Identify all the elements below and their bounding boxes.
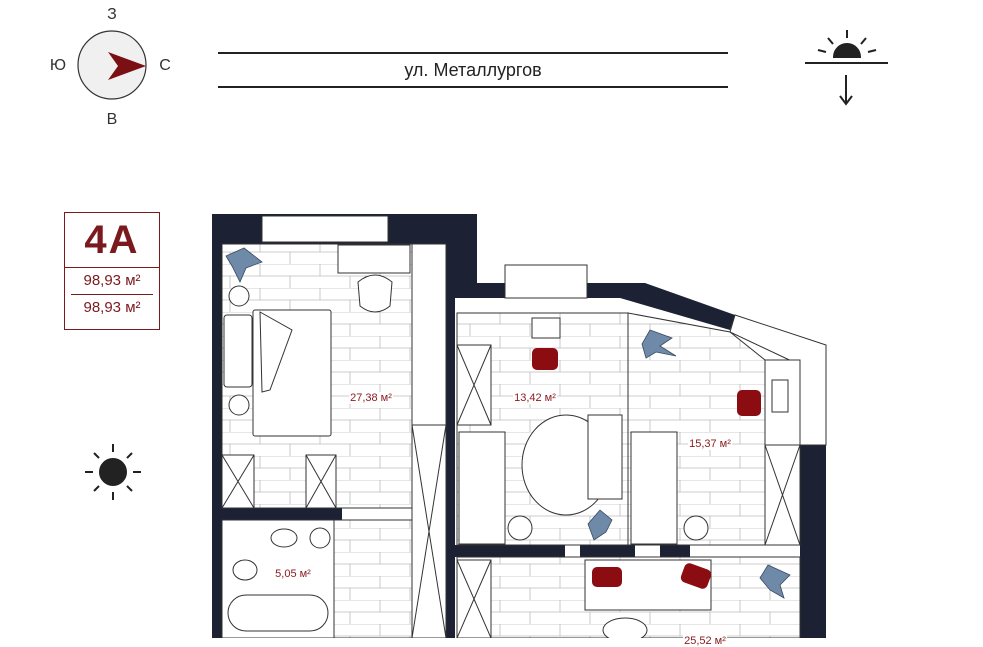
compass-south-label: Ю [49,57,67,74]
wardrobe [221,454,255,509]
wardrobes [221,344,801,638]
room-area-bathroom: 5,05 м² [274,568,312,580]
unit-divider [71,294,153,295]
wardrobe [305,454,337,509]
plant-icon [587,509,613,541]
wardrobe [456,344,492,426]
nightstand [228,394,250,416]
windows [261,215,827,446]
compass-north-label: С [159,57,171,74]
single-bed [630,431,678,545]
street-name: ул. Металлургов [404,59,542,80]
wardrobe [411,424,447,638]
red-chair [737,390,761,416]
unit-total-area: 98,93 м² [83,272,141,289]
accent-chairs [532,348,761,589]
coffee-table [602,617,648,638]
armchair [357,274,393,313]
unit-code: 4А [65,213,159,268]
nightstand [228,285,250,307]
wardrobe [456,559,492,638]
desk [771,379,789,413]
pouf [507,515,533,541]
toilet [232,559,258,581]
plant-icon [641,329,677,359]
room-area-living-room: 25,52 м² [683,635,727,647]
furniture [223,244,789,638]
room-area-room-3: 15,37 м² [688,438,732,450]
compass [77,30,147,100]
compass-arrow-icon [108,52,146,80]
street-name-banner: ул. Металлургов [218,52,728,88]
window [504,264,588,299]
walls [212,214,826,638]
sunset-icon [805,30,888,106]
compass-dial [77,30,147,100]
plant-icon [225,247,263,283]
corridor-floor [333,519,413,638]
desk [337,244,411,274]
unit-living-area: 98,93 м² [83,299,141,316]
room-area-room-2: 13,42 м² [513,392,557,404]
window [261,215,389,243]
pillows [223,314,253,388]
sofa [587,414,623,500]
desk [531,317,561,339]
compass-west-label: З [107,6,117,23]
red-armchair [680,563,712,589]
single-bed [458,431,506,545]
plants [225,247,791,599]
washing-machine [309,527,331,549]
bathtub [227,594,329,632]
red-chair [532,348,558,370]
unit-info-box: 4А 98,93 м² 98,93 м² [64,212,160,330]
sun-icon [85,444,141,500]
sink [270,528,298,548]
red-armchair [592,567,622,587]
plant-icon [759,564,791,599]
bed-blanket [259,311,293,393]
room-area-bedroom: 27,38 м² [349,392,393,404]
wardrobe [764,444,801,546]
pouf [683,515,709,541]
compass-east-label: В [106,111,118,128]
